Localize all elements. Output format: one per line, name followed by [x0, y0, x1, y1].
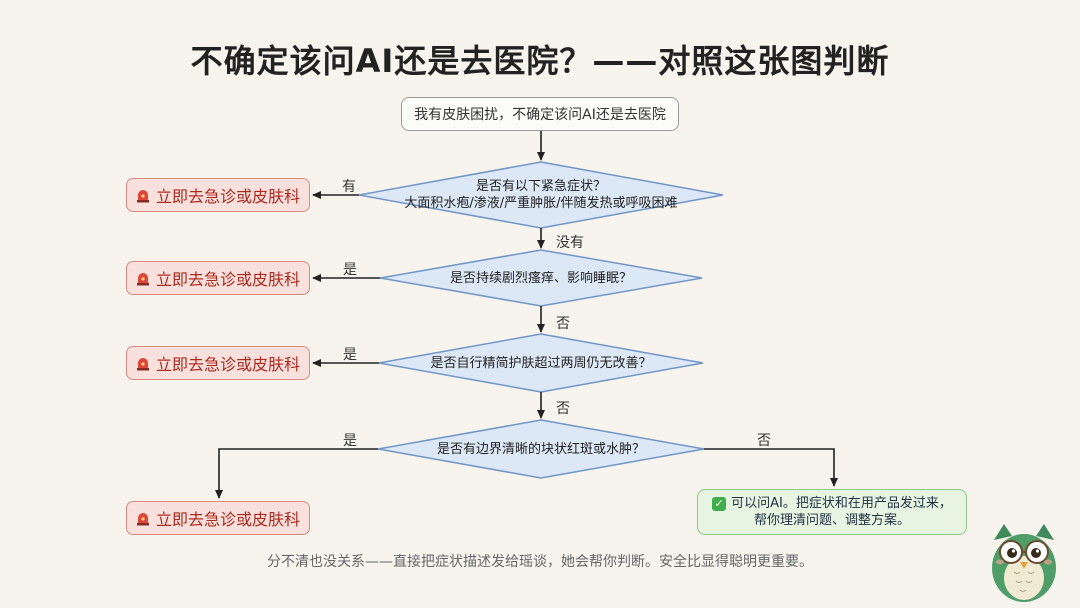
outcome-hospital-label: 立即去急诊或皮肤科	[155, 510, 300, 529]
question-1-line-2: 大面积水疱/渗液/严重肿胀/伴随发热或呼吸困难	[404, 196, 678, 211]
edge-label-q1-yes: 有	[342, 179, 356, 195]
siren-icon	[136, 188, 150, 203]
edge-label-q4-yes: 是	[343, 433, 357, 449]
edge-label-q1-no: 没有	[556, 235, 584, 251]
outcome-hospital-2: 立即去急诊或皮肤科	[126, 261, 310, 295]
edge-label-q3-yes: 是	[343, 347, 357, 363]
edge-label-q3-no: 否	[556, 401, 570, 417]
owl-mascot-icon	[986, 518, 1062, 608]
decision-diamond-4	[377, 419, 705, 479]
edge-label-q4-no: 否	[757, 433, 771, 449]
question-2: 是否持续剧烈瘙痒、影响睡眠？	[449, 271, 632, 286]
question-1-line-1: 是否有以下紧急症状？	[475, 179, 606, 194]
footer-note: 分不清也没关系——直接把症状描述发给瑶谈，她会帮你判断。安全比显得聪明更重要。	[267, 554, 813, 570]
outcome-hospital-3: 立即去急诊或皮肤科	[126, 346, 310, 380]
edge-label-q2-no: 否	[556, 316, 570, 332]
outcome-hospital-1: 立即去急诊或皮肤科	[126, 178, 310, 212]
start-node: 我有皮肤困扰，不确定该问AI还是去医院	[401, 97, 679, 131]
outcome-hospital-label: 立即去急诊或皮肤科	[155, 355, 300, 374]
question-3: 是否自行精简护肤超过两周仍无改善？	[430, 356, 652, 371]
check-icon: ✓	[712, 496, 727, 511]
outcome-ask-ai: ✓可以问AI。把症状和在用产品发过来， 帮你理清问题、调整方案。	[697, 489, 967, 535]
outcome-hospital-label: 立即去急诊或皮肤科	[155, 187, 300, 206]
outcome-ask-ai-line-1: ✓可以问AI。把症状和在用产品发过来，	[712, 495, 952, 512]
siren-icon	[136, 511, 150, 526]
outcome-hospital-label: 立即去急诊或皮肤科	[155, 270, 300, 289]
question-4: 是否有边界清晰的块状红斑或水肿？	[436, 442, 645, 457]
question-1: 是否有以下紧急症状？ 大面积水疱/渗液/严重肿胀/伴随发热或呼吸困难	[380, 178, 702, 212]
arrow-q4-no	[704, 448, 838, 487]
outcome-ask-ai-line-2: 帮你理清问题、调整方案。	[753, 513, 910, 528]
page-title: 不确定该问AI还是去医院？——对照这张图判断	[190, 42, 890, 80]
edge-label-q2-yes: 是	[343, 262, 357, 278]
outcome-hospital-4: 立即去急诊或皮肤科	[126, 501, 310, 535]
siren-icon	[136, 356, 150, 371]
arrow-q4-yes	[215, 448, 378, 499]
siren-icon	[136, 271, 150, 286]
outcome-ask-ai-text: ✓可以问AI。把症状和在用产品发过来， 帮你理清问题、调整方案。	[712, 495, 952, 529]
